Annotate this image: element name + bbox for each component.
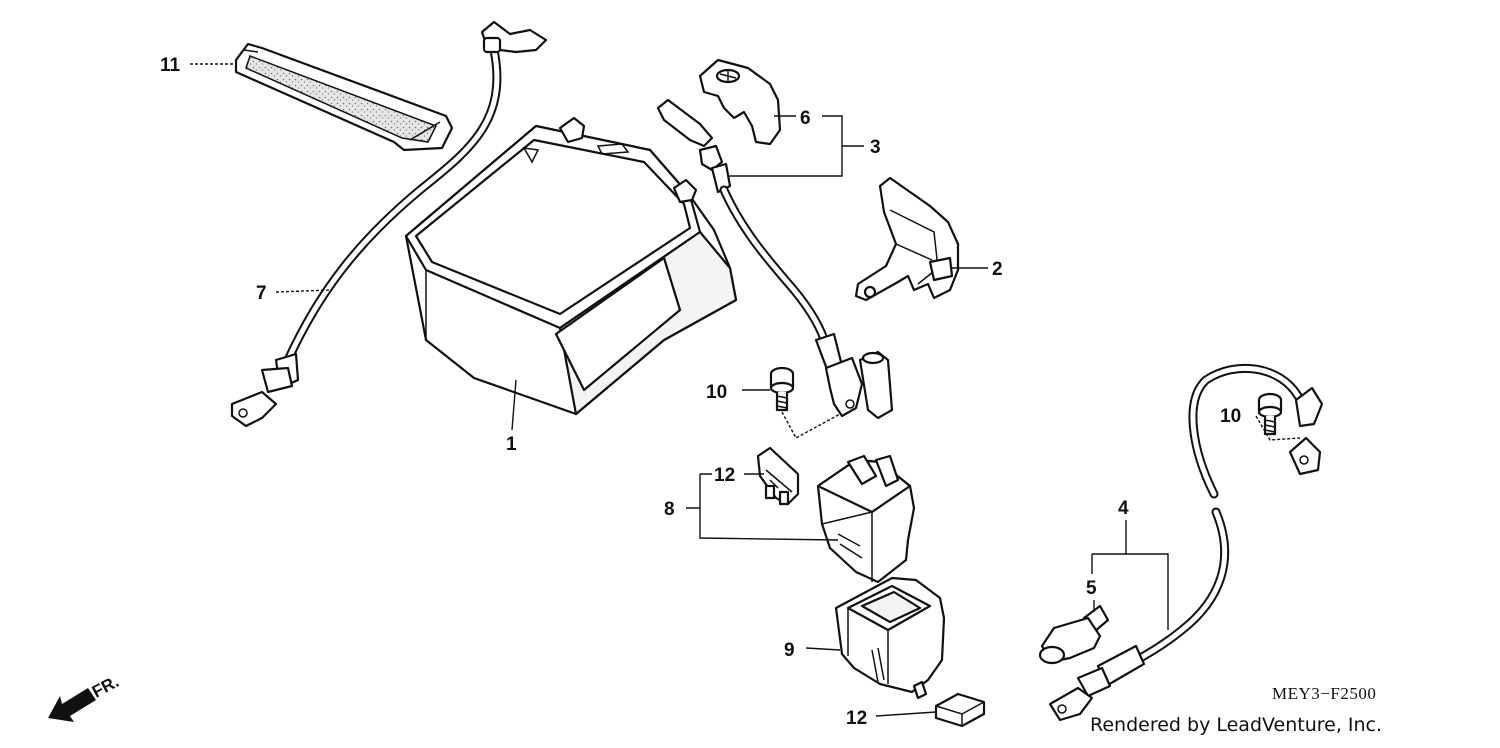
credit-text: Rendered by LeadVenture, Inc. (1090, 714, 1382, 736)
callout-9: 9 (784, 640, 795, 661)
callout-10-upper: 10 (706, 382, 727, 403)
diagram-code: MEY3−F2500 (1272, 684, 1376, 703)
bolt-lower-part (1257, 392, 1283, 436)
battery-part (404, 116, 738, 416)
leader-lines (190, 63, 1301, 717)
callout-1: 1 (506, 434, 517, 455)
fuse-lower-part (934, 692, 986, 728)
positive-cable-part (656, 98, 894, 420)
callout-12-upper: 12 (714, 465, 735, 486)
front-direction-arrow: FR. (48, 672, 122, 722)
callout-7: 7 (256, 283, 267, 304)
callout-2: 2 (992, 259, 1003, 280)
starter-cable-part (1048, 363, 1324, 722)
starter-relay-part (816, 454, 916, 584)
relay-holder-part (834, 576, 946, 700)
fuse-upper-part (756, 446, 800, 506)
bolt-upper-part (769, 366, 795, 412)
callout-12-lower: 12 (846, 708, 867, 729)
terminal-cap-part (1038, 604, 1110, 665)
bracket-part (854, 176, 960, 302)
callout-11: 11 (160, 55, 181, 76)
arrow-icon (48, 688, 96, 722)
callout-8: 8 (664, 499, 675, 520)
callout-labels: 11 7 1 6 3 2 10 12 8 9 12 4 5 10 (160, 55, 1241, 729)
callout-6: 6 (800, 108, 811, 129)
battery-strap-part (234, 42, 454, 152)
callout-4: 4 (1118, 498, 1129, 519)
terminal-cover-part (698, 58, 782, 146)
callout-10-lower: 10 (1220, 406, 1241, 427)
callout-5: 5 (1086, 578, 1097, 599)
callout-3: 3 (870, 137, 881, 158)
negative-cable-part (230, 20, 548, 428)
